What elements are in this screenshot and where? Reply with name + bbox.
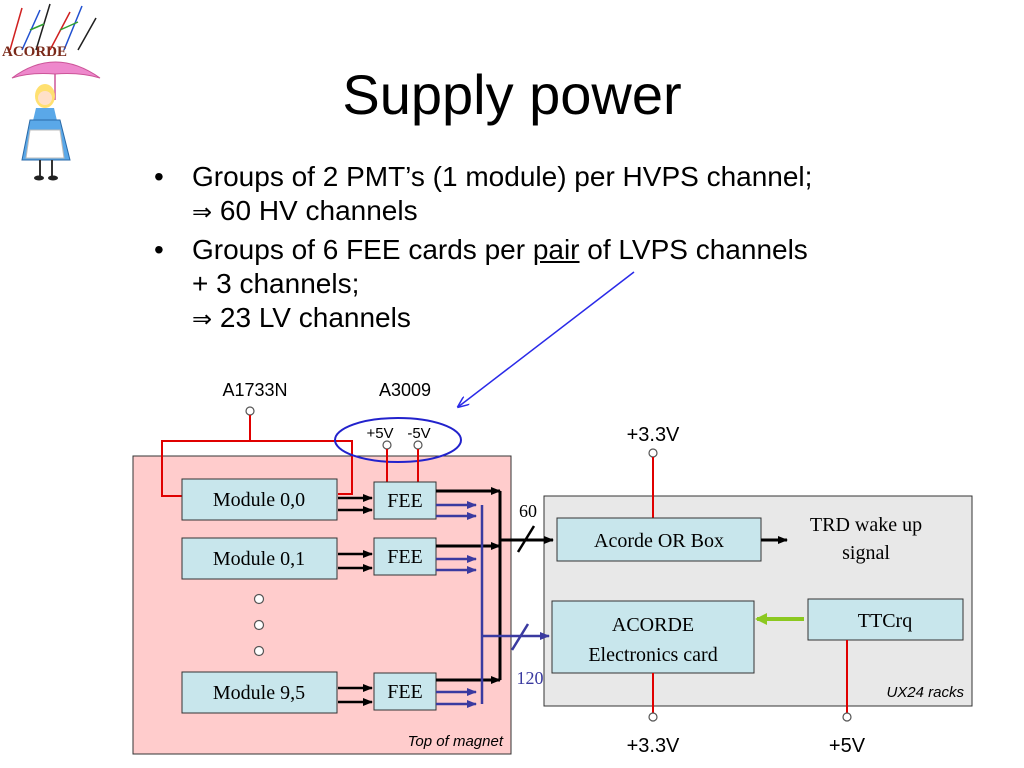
or-box-supply-terminal xyxy=(648,448,658,458)
ellipsis-dot xyxy=(253,593,265,605)
lv-supply-label: A3009 xyxy=(379,380,431,400)
bullet-lv-line1-pre: Groups of 6 FEE cards per xyxy=(192,234,533,265)
umbrella-icon xyxy=(11,61,101,79)
slide-title: Supply power xyxy=(342,63,682,126)
bullet-item-lv: • Groups of 6 FEE cards per pair of LVPS… xyxy=(150,233,980,336)
bus-60-slash xyxy=(516,525,536,553)
module-0-0-box xyxy=(181,478,338,521)
bullet-lv-line3-wrap: ⇒ 23 LV channels xyxy=(192,301,980,336)
trd-label-line2: signal xyxy=(842,542,890,564)
plus5v-label: +5V xyxy=(366,425,393,442)
fee-label: FEE xyxy=(387,490,423,512)
bullet-lv-line2: + 3 channels; xyxy=(192,268,360,299)
minus5v-terminal xyxy=(413,440,423,450)
bus-120-label: 120 xyxy=(517,668,544,688)
logo-text: ACORDE xyxy=(2,44,67,60)
ellipsis-dot xyxy=(253,645,265,657)
fee-box-3 xyxy=(373,672,437,711)
electronics-card-line1: ACORDE xyxy=(612,614,694,636)
hv-connector-terminal xyxy=(245,406,255,416)
ux24-racks-label: UX24 racks xyxy=(886,684,964,701)
bullet-item-hv: • Groups of 2 PMT’s (1 module) per HVPS … xyxy=(150,160,980,229)
bullet-dot-icon: • xyxy=(154,161,164,192)
ttcrq-supply-label: +5V xyxy=(829,735,866,757)
ttcrq-supply-terminal xyxy=(842,712,852,722)
ttcrq-box xyxy=(807,598,964,641)
trd-label-line1: TRD wake up xyxy=(810,514,922,536)
top-of-magnet-label: Top of magnet xyxy=(408,733,504,750)
implies-icon: ⇒ xyxy=(192,305,213,333)
or-box-label: Acorde OR Box xyxy=(594,530,724,552)
alice-figure-icon xyxy=(21,84,71,181)
bullet-dot-icon: • xyxy=(154,234,164,265)
bullet-hv-line2-wrap: ⇒ 60 HV channels xyxy=(192,194,980,229)
lv-pair-highlight-ellipse xyxy=(334,417,462,463)
bullet-hv-line2: 60 HV channels xyxy=(219,195,418,226)
fee-box-1 xyxy=(373,481,437,520)
fee-box-2 xyxy=(373,537,437,576)
bullet-lv-line1: Groups of 6 FEE cards per pair of LVPS c… xyxy=(192,233,980,267)
ellipsis-dot xyxy=(253,619,265,631)
implies-icon: ⇒ xyxy=(192,198,213,226)
electronics-card-line2: Electronics card xyxy=(588,644,717,666)
fee-label: FEE xyxy=(387,546,423,568)
module-0-1-label: Module 0,1 xyxy=(213,548,305,570)
module-0-0-label: Module 0,0 xyxy=(213,489,305,511)
logo-tree-lines xyxy=(9,3,97,51)
bullet-lv-line3: 23 LV channels xyxy=(219,302,411,333)
bullet-hv-line1: Groups of 2 PMT’s (1 module) per HVPS ch… xyxy=(192,161,813,192)
plus5v-terminal xyxy=(382,440,392,450)
bullet-lv-pair: pair xyxy=(532,234,580,265)
card-supply-label: +3.3V xyxy=(627,735,680,757)
fee-label: FEE xyxy=(387,681,423,703)
electronics-card-box xyxy=(551,600,755,674)
hv-supply-label: A1733N xyxy=(222,380,287,400)
bus-60-label: 60 xyxy=(519,501,537,521)
module-9-5-label: Module 9,5 xyxy=(213,682,305,704)
module-0-1-box xyxy=(181,537,338,580)
hv-power-line-branch xyxy=(250,440,353,495)
acorde-logo: ACORDE xyxy=(2,3,101,181)
acorde-or-box xyxy=(556,517,762,562)
card-supply-terminal xyxy=(648,712,658,722)
or-box-supply-label: +3.3V xyxy=(627,424,680,446)
minus5v-label: -5V xyxy=(407,425,430,442)
hv-power-line xyxy=(161,415,251,497)
bullet-list: • Groups of 2 PMT’s (1 module) per HVPS … xyxy=(150,160,980,340)
bus-120-slash xyxy=(510,623,530,651)
ttcrq-label: TTCrq xyxy=(858,610,912,632)
bullet-lv-line1-post: of LVPS channels xyxy=(579,234,808,265)
module-9-5-box xyxy=(181,671,338,714)
pair-callout-arrow xyxy=(458,271,635,407)
